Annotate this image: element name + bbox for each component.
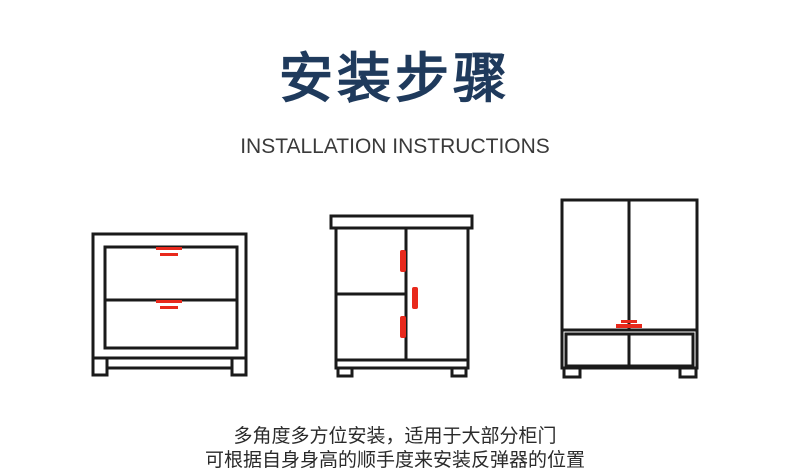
caption-line-1: 多角度多方位安装，适用于大部分柜门 <box>233 425 557 447</box>
rebounder-marker <box>616 320 642 328</box>
caption: 多角度多方位安装，适用于大部分柜门 可根据自身身高的顺手度来安装反弹器的位置 <box>0 424 790 472</box>
door-cabinet-illustration <box>329 214 474 378</box>
furniture-illustrations <box>91 198 699 379</box>
caption-line-2: 可根据自身身高的顺手度来安装反弹器的位置 <box>204 449 585 471</box>
rebounder-marker <box>156 247 182 309</box>
rebounder-marker <box>400 250 418 338</box>
wardrobe-illustration <box>560 198 699 379</box>
page-title: 安装步骤 <box>279 47 511 110</box>
page-subtitle: INSTALLATION INSTRUCTIONS <box>240 135 550 158</box>
